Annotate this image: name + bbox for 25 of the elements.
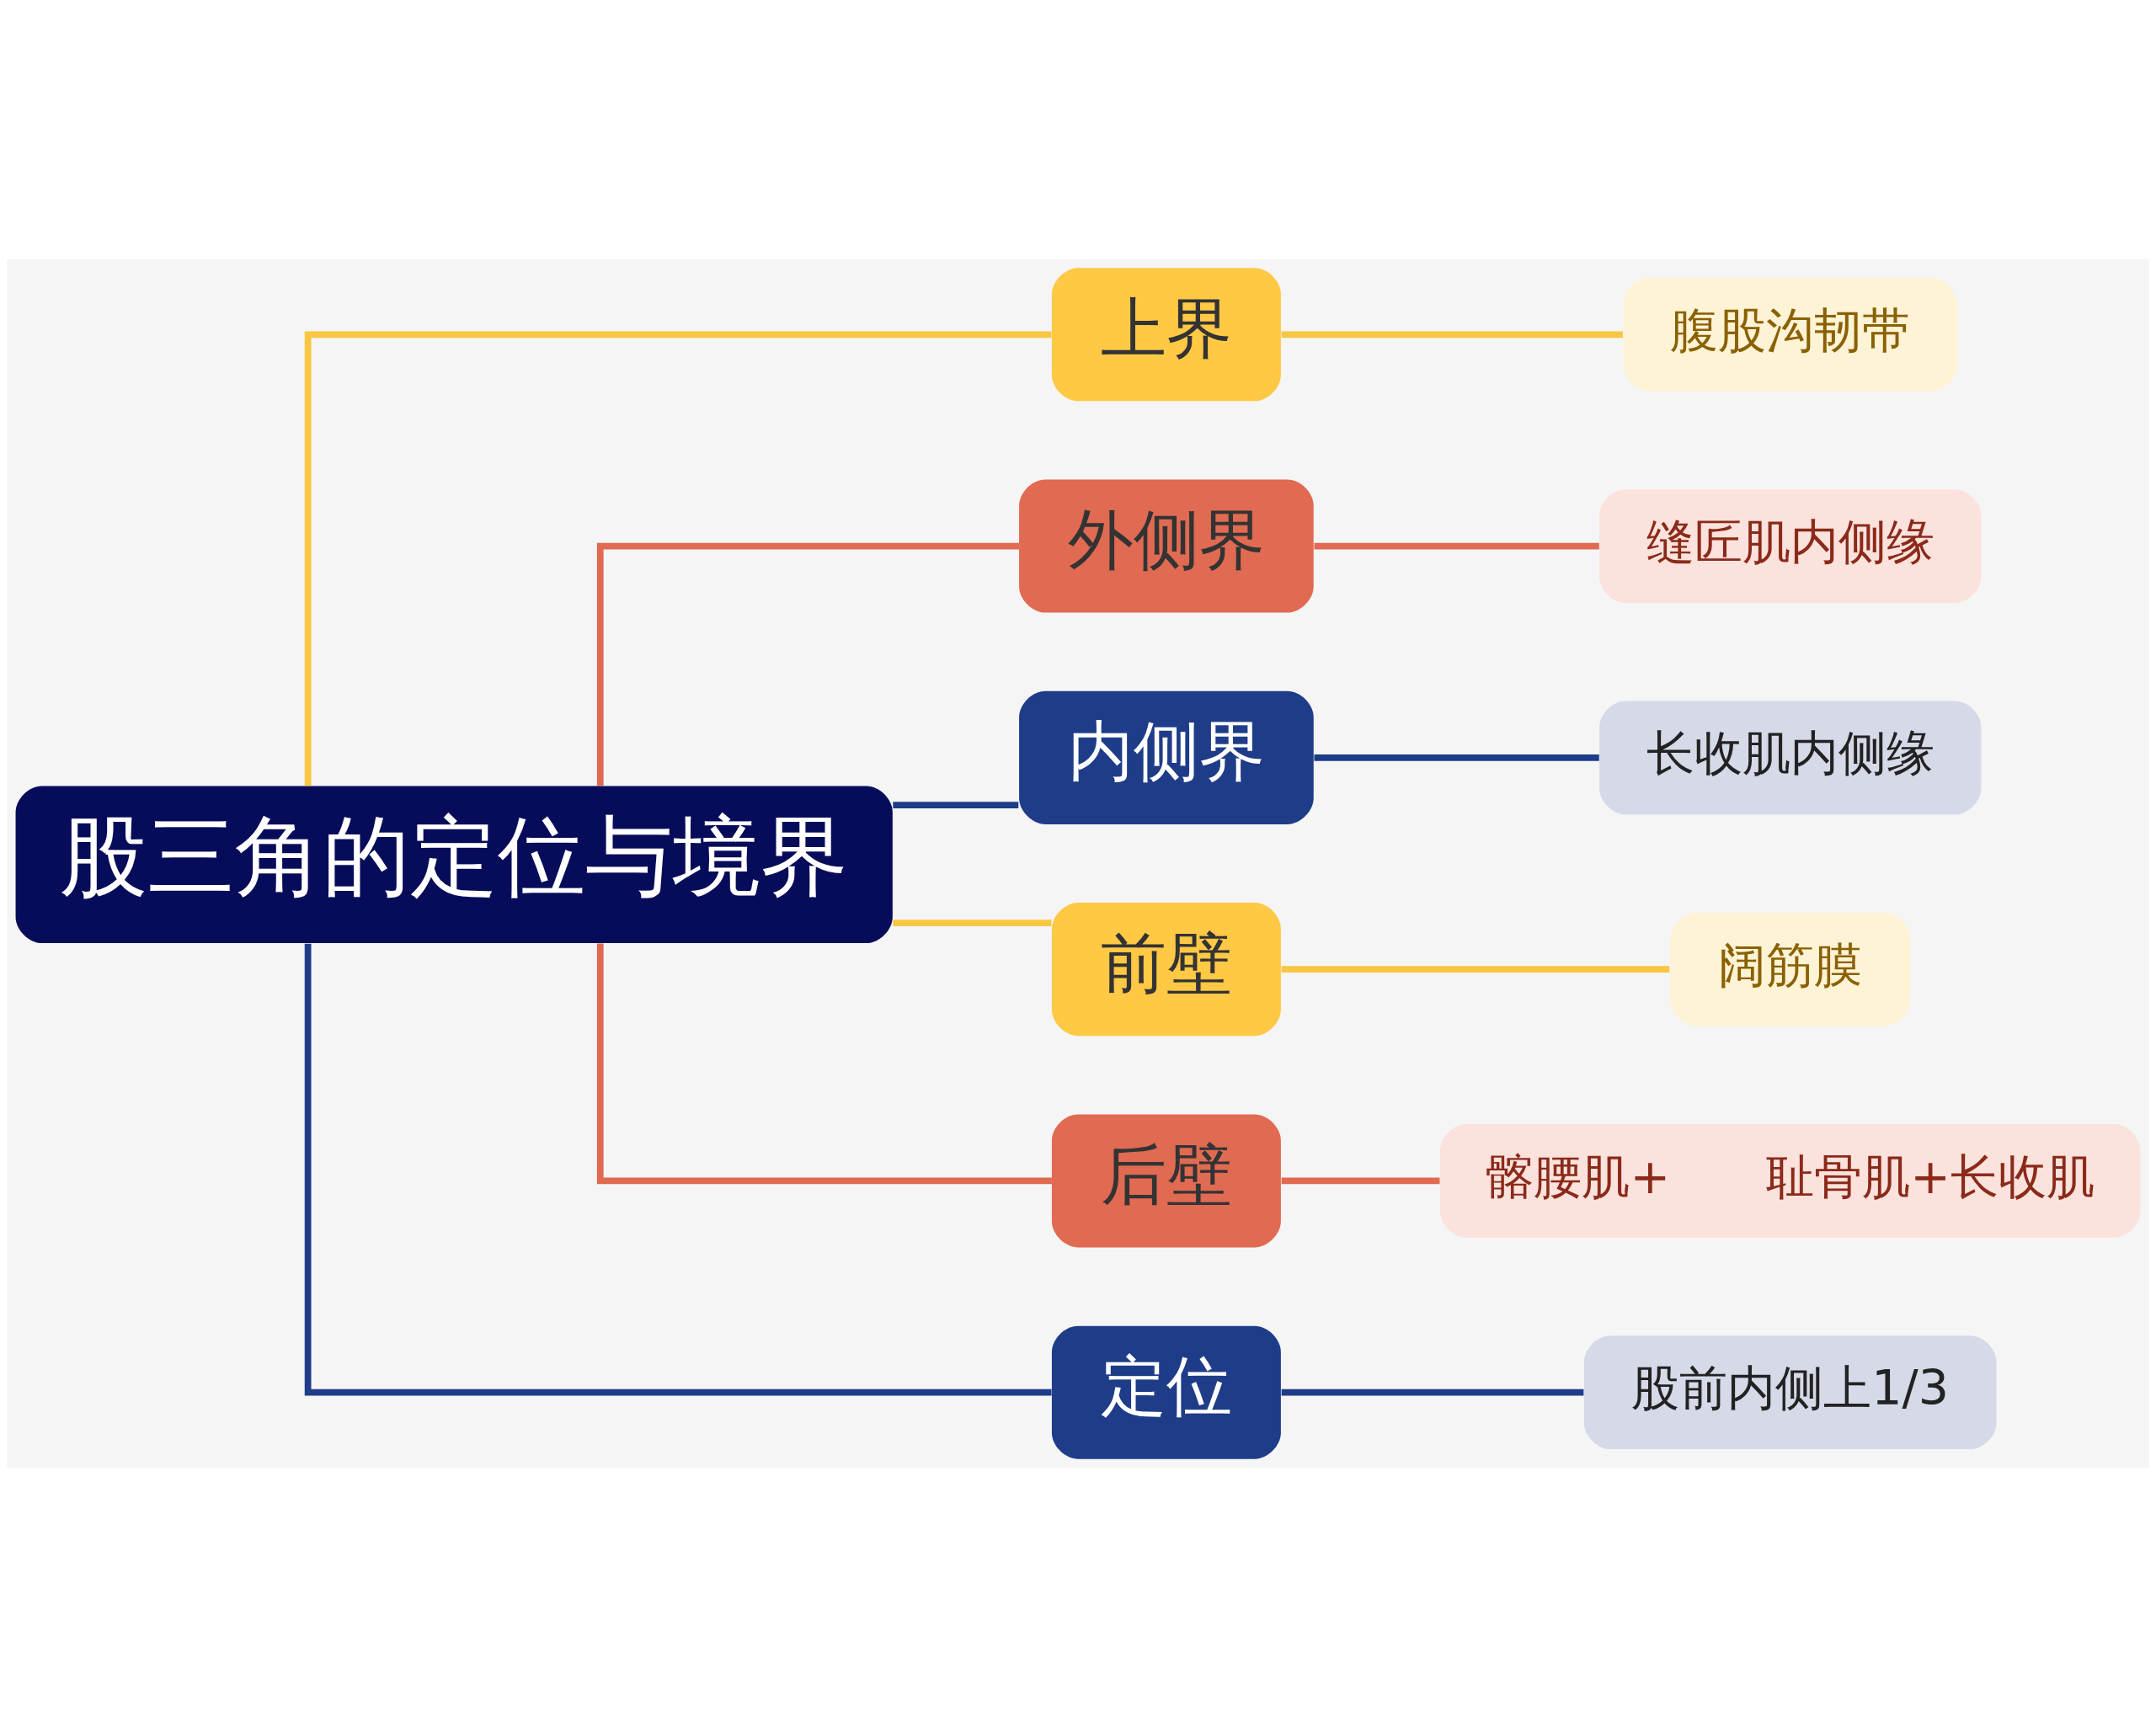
node-box: 外侧界 <box>1019 479 1314 613</box>
node-box: 股前内侧上1/3 <box>1583 1335 1997 1449</box>
connector <box>596 542 1020 786</box>
node-box: 定位 <box>1051 1325 1281 1459</box>
node-box: 前壁 <box>1051 903 1281 1037</box>
connector <box>893 802 1019 809</box>
node-box: 内侧界 <box>1019 690 1314 824</box>
connector <box>1281 331 1623 338</box>
connector <box>893 919 1052 926</box>
node-box: 腹股沟韧带 <box>1623 278 1957 392</box>
connector <box>1281 1389 1584 1396</box>
connector <box>1314 754 1599 761</box>
node-box: 缝匠肌内侧缘 <box>1599 489 1982 603</box>
node-box: 长收肌内侧缘 <box>1599 701 1982 815</box>
node-box: 后壁 <box>1051 1114 1281 1248</box>
node-box: 髂腰肌+ 耻骨肌+长收肌 <box>1440 1124 2141 1238</box>
connector <box>304 331 1052 786</box>
connector <box>596 943 1052 1185</box>
node-box: 阔筋膜 <box>1670 912 1911 1026</box>
connector <box>304 943 1052 1396</box>
connector <box>1281 1177 1440 1185</box>
connector <box>1314 542 1599 550</box>
node-box: 股三角的定位与境界 <box>15 786 893 944</box>
node-box: 上界 <box>1051 268 1281 402</box>
connector <box>1281 966 1670 973</box>
